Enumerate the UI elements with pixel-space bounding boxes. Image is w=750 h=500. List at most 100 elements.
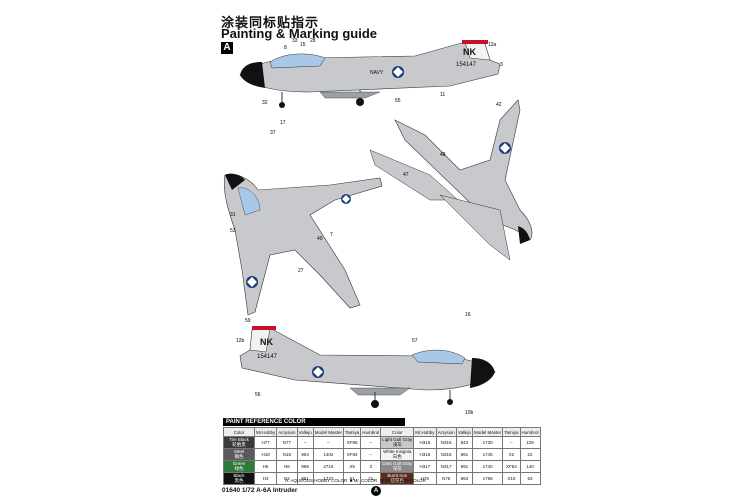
callout-3: 3 [500,62,503,68]
callout-16: 16 [465,312,471,318]
col-humbrol: Humbrol [360,427,382,437]
tamiya-code: X10 [502,472,521,485]
mrhobby-code: H6 [253,460,278,473]
tamiya-code: X2 [502,448,521,461]
model-master-code: 1740 [471,460,504,473]
col-model-master: Model Master [312,427,344,437]
plan-view-right [369,99,533,261]
acrysion-code: N18 [276,448,298,461]
bureau-number-top: 154147 [456,62,477,68]
humbrol-code: 53 [519,472,541,485]
col-acrysion-2: Acrysion [435,427,457,437]
callout-7: 7 [330,232,333,238]
callout-40: 40 [317,236,323,242]
col-tamiya-2: Tamiya [502,427,521,437]
mrhobby-code: H315 [413,436,437,449]
acrysion-code: N76 [435,472,457,485]
acrysion-code: N316 [435,448,457,461]
col-tamiya: Tamiya [342,427,362,437]
page-marker: A [371,486,381,496]
model-master-code: 1730 [471,436,504,449]
vallejo-code: 863 [455,472,474,485]
humbrol-code: 140 [519,460,541,473]
tamiya-code: XF85 [342,436,362,449]
tamiya-code: – [502,436,521,449]
callout-27: 27 [298,268,304,274]
mrhobby-code: H76 [413,472,437,485]
col-acrysion: Acrysion [276,427,298,437]
side-view-bottom: NK 154147 [239,326,496,408]
callout-11: 11 [440,92,446,98]
col-model-master-2: Model Master [471,427,504,437]
model-master-code: 1402 [312,448,344,461]
callout-31: 31 [230,212,236,218]
col-mrhobby-2: Mr.Hobby [413,427,437,437]
col-color: Color [223,427,255,437]
section-marker: A [221,42,233,54]
vallejo-code: 969 [296,460,314,473]
callout-33: 33 [292,38,298,44]
legend-mr: Mr. COLOR [353,478,378,483]
vallejo-code: 991 [455,460,474,473]
side-view-top: NK 154147 NAVY [239,40,501,108]
legend-hobby: AQUEOUS HOBBY COLOR [290,478,348,483]
tamiya-code: X5 [342,460,362,473]
mrhobby-code: H316 [413,448,437,461]
mrhobby-code: H77 [253,436,278,449]
callout-10b: 10b [465,410,474,416]
model-master-code: 1745 [471,448,504,461]
humbrol-code: – [360,448,382,461]
vallejo-code: 861 [296,472,314,485]
callout-28: 28 [310,38,316,44]
tail-code-bottom: NK [260,337,273,347]
model-master-code: 2716 [312,460,344,473]
acrysion-code: N6 [276,460,298,473]
vallejo-code: – [296,436,314,449]
tamiya-code: XF54 [502,460,521,473]
mrhobby-code: H18 [253,448,278,461]
humbrol-code: 22 [519,448,541,461]
callout-53: 53 [230,228,236,234]
callout-32: 32 [262,100,268,106]
tamiya-code: X1 [342,472,362,485]
humbrol-code: 3 [360,460,382,473]
vallejo-code: 864 [296,448,314,461]
product-footer: 01640 1/72 A-6A Intruder [222,487,298,494]
acrysion-code: N77 [276,436,298,449]
vallejo-code: 843 [455,436,474,449]
legend-h-prefix: H [285,478,289,483]
mrhobby-code: H2 [253,472,278,485]
legend-n-prefix: N [379,478,383,483]
callout-12b: 12b [236,338,245,344]
col-vallejo-2: Vallejo [455,427,474,437]
col-humbrol-2: Humbrol [519,427,541,437]
model-master-code: 1795 [471,472,504,485]
bureau-number-bottom: 154147 [257,354,278,360]
acrysion-code: N315 [435,436,457,449]
acrysion-code: N317 [435,460,457,473]
callout-15: 15 [300,42,306,48]
aircraft-illustrations: NK 154147 NAVY [223,40,533,408]
paint-table-header: Color Mr.Hobby Acrysion Vallejo Model Ma… [223,427,541,437]
callout-8: 8 [284,45,287,51]
humbrol-code: 129 [519,436,541,449]
instruction-sheet: 涂装同标贴指示 Painting & Marking guide A NK 15… [200,0,550,500]
plan-view-left [223,173,383,316]
title-english: Painting & Marking guide [221,26,378,41]
callout-37: 37 [270,130,276,136]
col-vallejo: Vallejo [296,427,314,437]
callout-56: 56 [255,392,261,398]
vallejo-code: 991 [455,448,474,461]
callout-47: 47 [403,172,409,178]
callout-55: 55 [395,98,401,104]
humbrol-code: – [360,436,382,449]
mrhobby-code: H317 [413,460,437,473]
